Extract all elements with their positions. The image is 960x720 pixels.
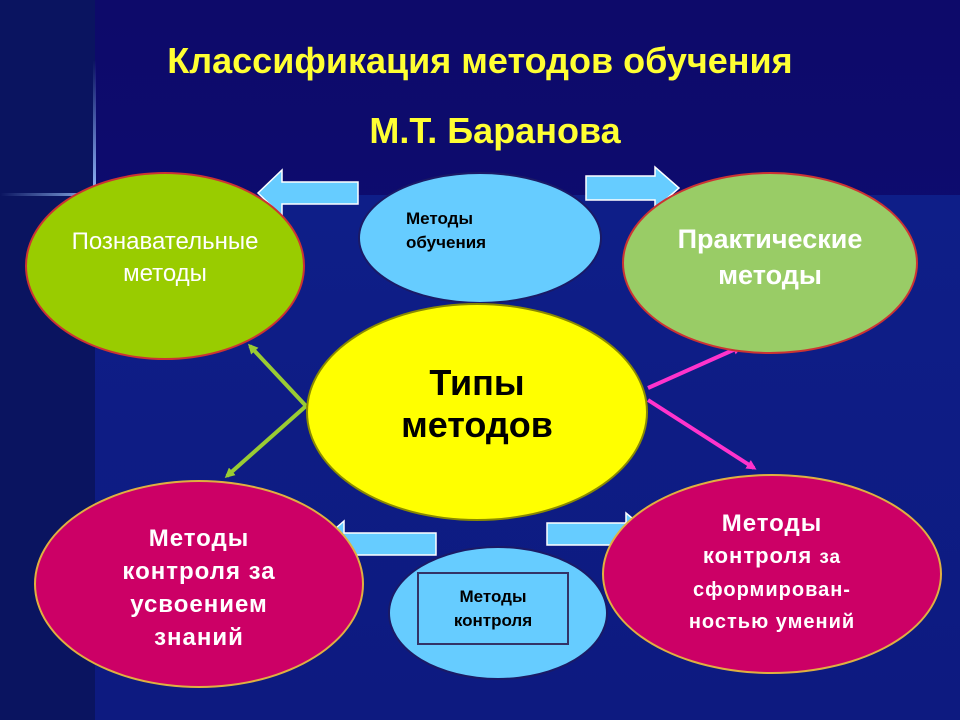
node-cognitive-line1: Познавательные: [71, 228, 259, 255]
node-control-methods-box: Методы контроля: [417, 572, 569, 645]
node-skills-line2: контроля за: [689, 540, 855, 574]
green-arrow-to-cognitive: [247, 343, 308, 408]
node-method-types: Типы методов: [306, 303, 648, 521]
slide-title: Классификация методов обучения: [167, 40, 793, 81]
green-arrow-to-knowledge-control: [224, 404, 308, 478]
pink-arrow-to-skills-control: [646, 398, 757, 470]
node-skills-line1: Методы: [721, 510, 823, 537]
node-control-methods: [388, 546, 608, 680]
node-knowledge-line2: контроля за: [122, 558, 276, 585]
vertical-glow-line: [93, 60, 96, 290]
node-skills-line4: ностью умений: [688, 611, 856, 633]
node-cognitive-line2: методы: [123, 260, 207, 287]
node-knowledge-control: Методы контроля за усвоением знаний: [34, 480, 364, 688]
node-practical-methods: Практические методы: [622, 172, 918, 354]
node-knowledge-line3: усвоением: [130, 591, 268, 618]
node-control-line2: контроля: [453, 610, 533, 630]
node-teaching-line1: Методы: [406, 209, 473, 228]
node-skills-line3: сформирован-: [693, 579, 851, 601]
node-types-line1: Типы: [429, 362, 525, 403]
node-teaching-methods: Методы обучения: [358, 172, 602, 304]
node-skills-line2-main: контроля: [702, 543, 820, 568]
node-types-line2: методов: [401, 404, 553, 445]
node-skills-control: Методы контроля за сформирован- ностью у…: [602, 474, 942, 674]
slide-subtitle-author: М.Т. Баранова: [369, 110, 621, 151]
node-practical-line2: методы: [718, 260, 822, 290]
node-practical-line1: Практические: [677, 224, 863, 254]
node-cognitive-methods: Познавательные методы: [25, 172, 305, 360]
node-control-line1: Методы: [459, 586, 527, 606]
pink-arrow-to-practical: [647, 345, 743, 390]
node-knowledge-line1: Методы: [148, 525, 250, 552]
node-teaching-line2: обучения: [406, 233, 487, 252]
node-knowledge-line4: знаний: [154, 624, 244, 651]
node-skills-line2-small: за: [819, 547, 842, 568]
